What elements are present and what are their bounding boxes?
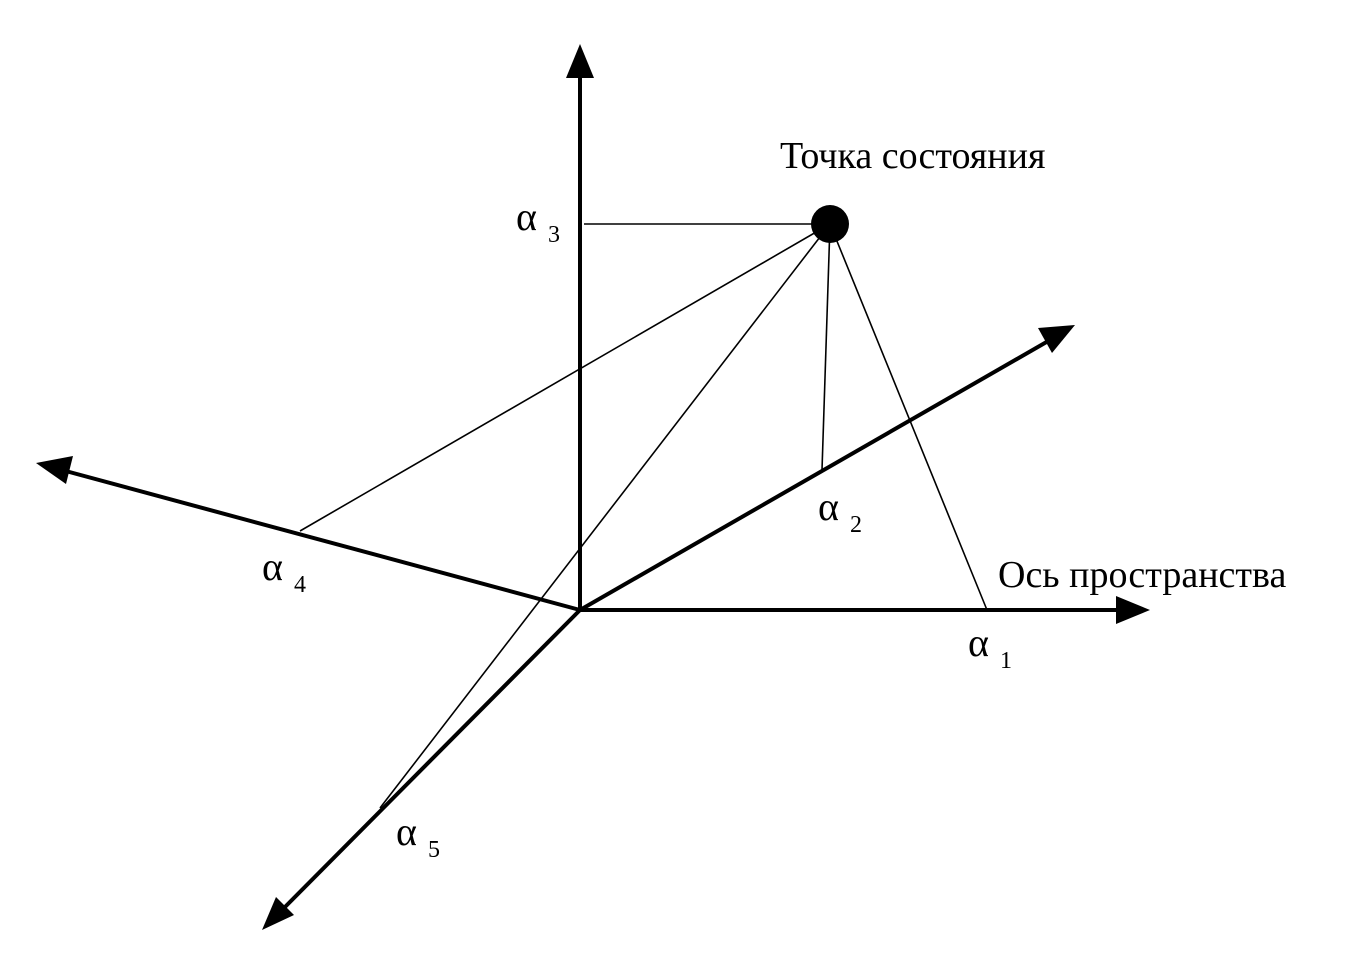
alpha2-index: 2 [850,512,862,538]
axis-alpha4-arrowhead [36,456,73,484]
coordinate-label-alpha1: α 1 [968,620,1012,674]
alpha5-symbol: α [396,809,417,854]
coordinate-label-alpha4: α 4 [262,544,306,598]
state-point-marker [811,205,849,243]
alpha3-symbol: α [516,194,537,239]
axis-alpha5-arrowhead [262,897,294,930]
coordinate-label-alpha3: α 3 [516,194,560,248]
alpha5-index: 5 [428,837,440,863]
axis-alpha1-arrowhead [1116,596,1150,624]
alpha1-symbol: α [968,620,989,665]
projection-alpha1 [829,223,988,611]
projection-alpha5 [379,223,831,809]
alpha3-index: 3 [548,222,560,248]
axis-alpha2 [579,338,1051,612]
axis-alpha3-arrowhead [566,44,594,78]
alpha2-symbol: α [818,484,839,529]
space-axis-label: Ось пространства [998,554,1286,596]
coordinate-label-alpha2: α 2 [818,484,862,538]
axis-alpha4 [61,468,581,612]
alpha4-index: 4 [294,572,306,598]
alpha4-symbol: α [262,544,283,589]
axis-alpha2-arrowhead [1038,325,1075,353]
state-point-label: Точка состояния [780,135,1045,177]
axis-alpha5 [280,608,582,912]
projection-alpha2 [821,223,831,471]
coordinate-label-alpha5: α 5 [396,809,440,863]
alpha1-index: 1 [1000,648,1012,674]
projection-alpha4 [299,223,831,532]
